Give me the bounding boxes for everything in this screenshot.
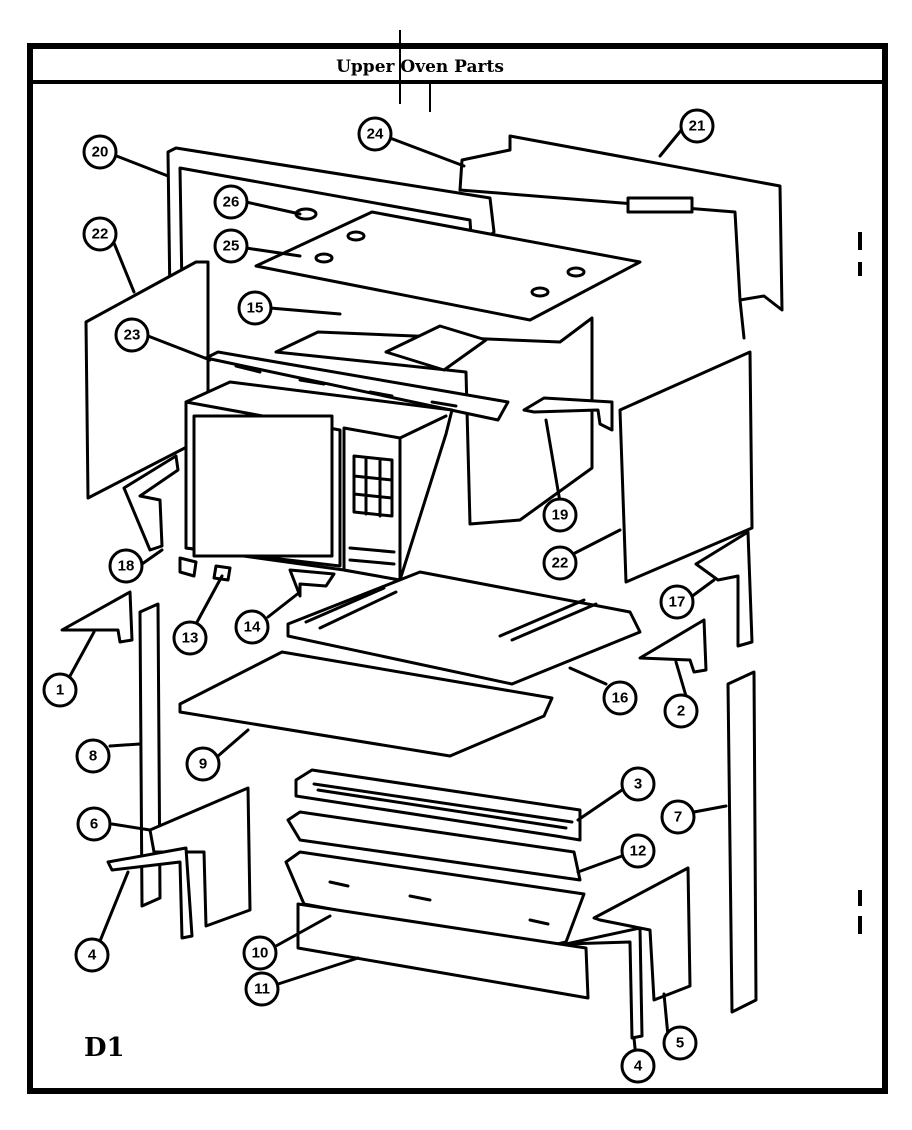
svg-text:19: 19 <box>552 507 569 524</box>
callout-21: 21 <box>679 108 715 144</box>
svg-text:13: 13 <box>182 630 199 647</box>
oven-cavity <box>184 380 454 582</box>
svg-text:15: 15 <box>247 300 264 317</box>
svg-text:21: 21 <box>689 118 706 135</box>
svg-text:7: 7 <box>674 809 682 826</box>
svg-text:20: 20 <box>92 144 109 161</box>
part-25 <box>254 207 642 322</box>
svg-text:18: 18 <box>118 558 135 575</box>
part-12 <box>286 810 582 882</box>
callout-17: 17 <box>659 584 695 620</box>
svg-text:14: 14 <box>244 619 261 636</box>
svg-text:5: 5 <box>676 1035 684 1052</box>
svg-text:25: 25 <box>223 238 240 255</box>
svg-text:1: 1 <box>56 682 64 699</box>
callout-25: 25 <box>213 228 249 264</box>
svg-text:16: 16 <box>612 690 629 707</box>
part-13 <box>178 556 232 582</box>
callout-8: 8 <box>75 738 111 774</box>
part-4-left <box>106 846 194 940</box>
callout-6: 6 <box>76 806 112 842</box>
part-23 <box>204 350 510 422</box>
callout-5: 5 <box>662 1025 698 1061</box>
part-18 <box>122 454 180 552</box>
callout-22-lower: 22 <box>542 545 578 581</box>
callout-10: 10 <box>242 935 278 971</box>
part-1 <box>60 590 134 644</box>
callout-22-upper: 22 <box>82 216 118 252</box>
svg-text:10: 10 <box>252 945 269 962</box>
callout-24: 24 <box>357 116 393 152</box>
diagram-title: Upper Oven Parts <box>336 57 504 77</box>
callout-11: 11 <box>244 971 280 1007</box>
callout-18: 18 <box>108 548 144 584</box>
part-14 <box>288 568 336 598</box>
part-22-left <box>84 260 210 500</box>
part-16 <box>286 570 642 686</box>
svg-text:22: 22 <box>552 555 569 572</box>
callout-12: 12 <box>620 833 656 869</box>
part-3 <box>294 768 582 842</box>
svg-text:8: 8 <box>89 748 97 765</box>
svg-text:9: 9 <box>199 756 207 773</box>
page-code: D1 <box>84 1033 125 1063</box>
callout-4-right: 4 <box>620 1048 656 1084</box>
svg-text:6: 6 <box>90 816 98 833</box>
part-2 <box>638 618 708 674</box>
svg-text:4: 4 <box>88 947 97 964</box>
callout-7: 7 <box>660 799 696 835</box>
part-21 <box>458 134 784 340</box>
leader-lines <box>68 126 728 1060</box>
part-5 <box>592 866 692 1002</box>
part-22-right <box>618 350 754 584</box>
callout-14: 14 <box>234 609 270 645</box>
callout-1: 1 <box>42 672 78 708</box>
callout-13: 13 <box>172 620 208 656</box>
callout-19: 19 <box>542 497 578 533</box>
callout-2: 2 <box>663 693 699 729</box>
svg-text:26: 26 <box>223 194 240 211</box>
svg-text:12: 12 <box>630 843 647 860</box>
callout-3: 3 <box>620 766 656 802</box>
part-7 <box>726 670 758 1014</box>
callout-16: 16 <box>602 680 638 716</box>
svg-text:17: 17 <box>669 594 686 611</box>
part-4-right <box>564 926 644 1040</box>
part-15 <box>274 316 594 526</box>
svg-text:11: 11 <box>254 981 270 998</box>
part-19 <box>522 396 614 432</box>
svg-text:4: 4 <box>634 1058 643 1075</box>
svg-text:3: 3 <box>634 776 642 793</box>
part-6 <box>148 786 252 928</box>
svg-text:22: 22 <box>92 226 109 243</box>
part-9 <box>178 650 554 758</box>
callout-9: 9 <box>185 746 221 782</box>
callout-15: 15 <box>237 290 273 326</box>
callout-23: 23 <box>114 317 150 353</box>
outer-border <box>27 43 888 1094</box>
svg-text:23: 23 <box>124 327 141 344</box>
callout-4-left: 4 <box>74 937 110 973</box>
callout-26: 26 <box>213 184 249 220</box>
svg-text:2: 2 <box>677 703 685 720</box>
callout-20: 20 <box>82 134 118 170</box>
svg-text:24: 24 <box>367 126 384 143</box>
part-17 <box>694 530 754 648</box>
